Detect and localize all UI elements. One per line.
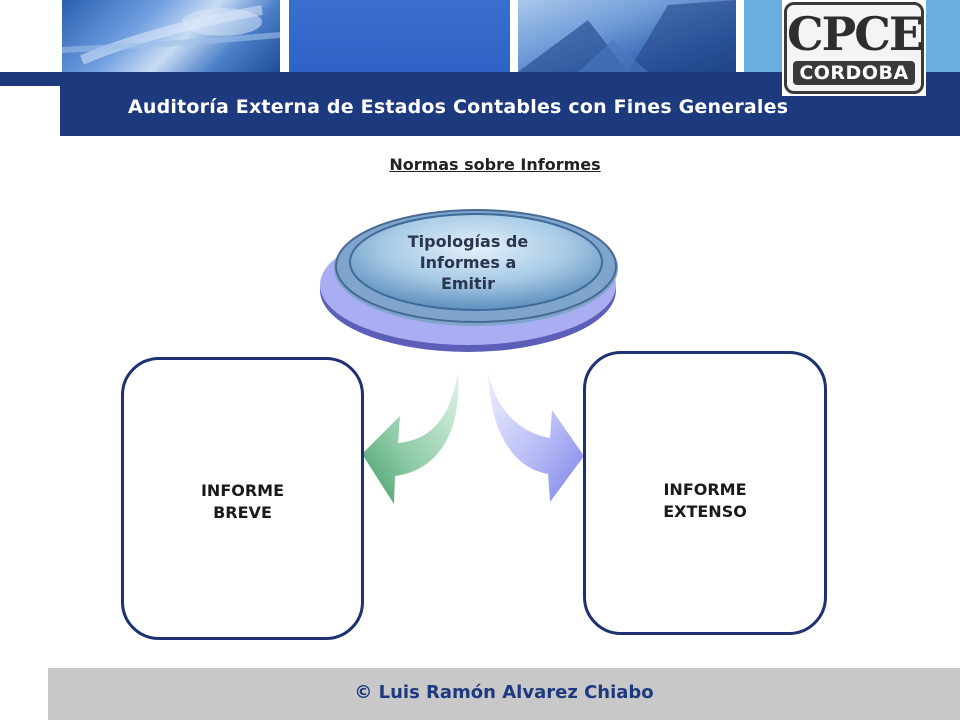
center-disc	[320, 209, 618, 352]
header-left-band	[0, 72, 62, 86]
informe-breve-box: INFORME BREVE	[121, 357, 364, 640]
center-label-line-3: Emitir	[440, 274, 496, 293]
center-label-line-1: Tipologías de	[407, 232, 529, 251]
section-subtitle: Normas sobre Informes	[389, 155, 601, 174]
footer-bar: © Luis Ramón Alvarez Chiabo	[48, 668, 960, 720]
informe-extenso-box: INFORME EXTENSO	[583, 351, 827, 635]
informe-extenso-label: INFORME EXTENSO	[586, 479, 824, 523]
left-box-line-1: INFORME	[200, 481, 285, 500]
informe-breve-label: INFORME BREVE	[124, 480, 361, 524]
curved-arrow-left-icon	[362, 372, 459, 504]
cpce-logo: CPCE CORDOBA	[782, 0, 926, 96]
skyscraper-photo-icon	[518, 0, 736, 72]
logo-top-text: CPCE	[787, 7, 924, 61]
footer-copyright: © Luis Ramón Alvarez Chiabo	[354, 682, 654, 703]
cpce-logo-icon: CPCE CORDOBA	[784, 2, 924, 94]
center-label-line-2: Informes a	[419, 253, 517, 272]
curved-arrow-right-icon	[488, 372, 584, 502]
header-photo-keyboard	[62, 0, 280, 72]
header-photo-blue	[289, 0, 510, 72]
right-box-line-1: INFORME	[663, 480, 747, 499]
logo-bottom-text: CORDOBA	[793, 61, 915, 85]
left-box-line-2: BREVE	[213, 503, 272, 522]
keyboard-photo-icon	[62, 5, 280, 65]
header-photo-skyscraper	[518, 0, 736, 72]
center-disc-label: Tipologías de Informes a Emitir	[388, 231, 548, 294]
page-title: Auditoría Externa de Estados Contables c…	[128, 96, 789, 118]
right-box-line-2: EXTENSO	[663, 502, 747, 521]
